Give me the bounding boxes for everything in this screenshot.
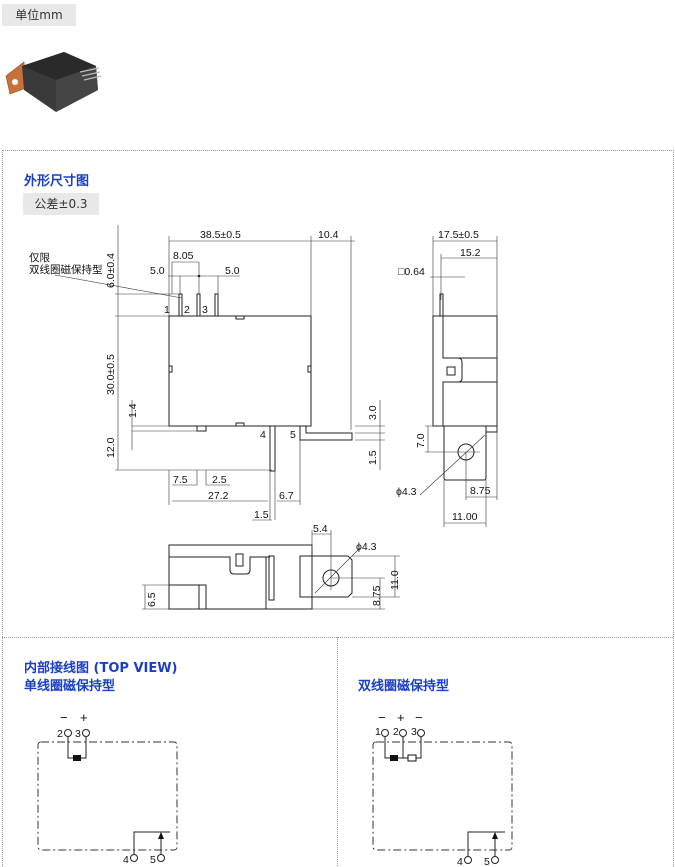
dimension-label: 3 xyxy=(75,728,81,740)
double-coil-wiring-diagram: − + − 1 2 3 4 5 xyxy=(372,710,513,866)
dimension-label: 2 xyxy=(184,304,190,316)
unit-tag: 单位mm xyxy=(2,4,76,26)
dimension-label: 1 xyxy=(375,726,381,738)
dimension-label: 8.05 xyxy=(173,250,194,262)
dimension-label: 2.5 xyxy=(212,474,227,486)
single-coil-title: 单线圈磁保持型 xyxy=(24,679,116,694)
dimension-label: 5 xyxy=(150,854,156,866)
dimension-label: − xyxy=(415,710,423,725)
outline-section-frame xyxy=(2,150,674,867)
dimension-label: + xyxy=(80,710,88,725)
relay-product-image xyxy=(4,50,102,116)
dimension-label: 3 xyxy=(411,726,417,738)
dimension-label: 38.5±0.5 xyxy=(200,229,241,241)
dimension-label: 27.2 xyxy=(208,490,229,502)
dimension-label: 7.0 xyxy=(415,433,427,448)
dimension-label: 6.5 xyxy=(146,592,158,607)
dimension-label: 1 xyxy=(164,304,170,316)
dimension-label: 8.75 xyxy=(470,485,491,497)
dimension-label: 15.2 xyxy=(460,247,481,259)
dimension-label: 5.0 xyxy=(150,265,165,277)
dimension-label: 4 xyxy=(123,854,129,866)
front-view: 38.5±0.5 10.4 8.05 5.0 5.0 仅限 双线圈磁保持型 6.… xyxy=(29,225,385,521)
dimension-label: 10.4 xyxy=(318,229,339,241)
dimension-label: 2 xyxy=(57,728,63,740)
dimension-label: 30.0±0.5 xyxy=(105,354,117,395)
dimension-label: − xyxy=(60,710,68,725)
dimension-label: 2 xyxy=(393,726,399,738)
outline-title: 外形尺寸图 xyxy=(24,174,90,189)
dimension-label: 11.00 xyxy=(452,511,478,523)
dimension-label: 17.5±0.5 xyxy=(438,229,479,241)
dimension-label: ϕ4.3 xyxy=(356,541,377,553)
column-divider xyxy=(337,637,338,866)
side-view: 17.5±0.5 15.2 □0.64 7.0 ϕ4.3 8.75 11.00 xyxy=(396,229,498,527)
dimension-label: 11.0 xyxy=(389,570,401,590)
dimension-label: 4 xyxy=(260,429,266,441)
bottom-view: 5.4 ϕ4.3 11.0 8.75 6.5 xyxy=(142,523,401,610)
dimension-label: 1.4 xyxy=(127,403,139,418)
single-coil-wiring-diagram: − + 2 3 4 5 xyxy=(37,710,178,866)
dimension-label: 3 xyxy=(202,304,208,316)
dimension-label: − xyxy=(378,710,386,725)
dimension-label: □0.64 xyxy=(398,266,425,278)
dimension-label: 12.0 xyxy=(105,437,117,458)
dimension-label: ϕ4.3 xyxy=(396,486,417,498)
dimension-label: 双线圈磁保持型 xyxy=(29,263,103,276)
dimension-label: 仅限 xyxy=(29,252,50,264)
dimension-label: 4 xyxy=(457,856,463,866)
double-coil-title: 双线圈磁保持型 xyxy=(358,679,450,694)
dimension-label: 1.5 xyxy=(254,509,269,521)
dimension-label: 5 xyxy=(484,856,490,866)
dimension-label: 3.0 xyxy=(367,405,379,420)
wiring-title: 内部接线图 (TOP VIEW) xyxy=(24,661,178,676)
dimension-label: + xyxy=(397,710,405,725)
dimension-label: 5.4 xyxy=(313,523,328,535)
dimension-label: 6.0±0.4 xyxy=(105,253,117,288)
dimension-label: 8.75 xyxy=(371,585,383,606)
dimension-label: 5.0 xyxy=(225,265,240,277)
dimension-label: 7.5 xyxy=(173,474,188,486)
tolerance-tag: 公差±0.3 xyxy=(23,193,99,215)
dimension-label: 6.7 xyxy=(279,490,294,502)
dimension-label: 1.5 xyxy=(367,450,379,465)
dimension-label: 5 xyxy=(290,429,296,441)
